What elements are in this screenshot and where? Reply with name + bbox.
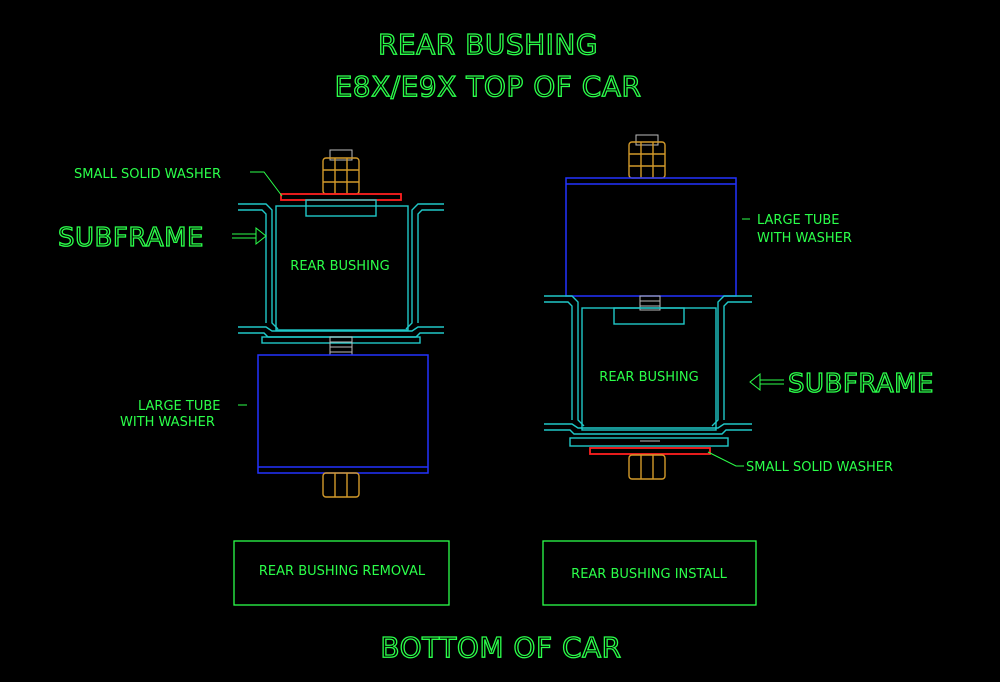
left-subframe-arrow-icon bbox=[232, 226, 267, 246]
left-bushing-label: REAR BUSHING bbox=[290, 259, 389, 274]
right-rear-bushing bbox=[581, 307, 717, 431]
bottom-of-car-label: BOTTOM OF CAR bbox=[380, 631, 621, 664]
right-assembly: REAR BUSHING LARGE TUBE WITH WASHER SUBF… bbox=[544, 134, 934, 480]
left-washer-leader bbox=[250, 171, 283, 197]
right-tube-label-2: WITH WASHER bbox=[757, 231, 852, 246]
right-washer-leader bbox=[707, 451, 744, 467]
right-threaded-stud bbox=[639, 295, 661, 311]
right-bottom-nut bbox=[628, 454, 666, 480]
right-subframe-label: SUBFRAME bbox=[788, 369, 934, 399]
left-bushing-cap bbox=[305, 199, 377, 217]
left-tube-label-2: WITH WASHER bbox=[120, 415, 215, 430]
title-line1: REAR BUSHING bbox=[378, 28, 598, 61]
right-subframe bbox=[544, 295, 752, 435]
left-washer-label: SMALL SOLID WASHER bbox=[74, 167, 221, 182]
title-line2: E8X/E9X TOP OF CAR bbox=[335, 70, 642, 103]
right-washer-label: SMALL SOLID WASHER bbox=[746, 460, 893, 475]
left-rear-bushing bbox=[275, 205, 409, 331]
install-button-label: REAR BUSHING INSTALL bbox=[571, 567, 727, 582]
left-large-tube bbox=[257, 354, 429, 474]
right-small-solid-washer bbox=[589, 447, 711, 455]
right-tube-label-1: LARGE TUBE bbox=[757, 213, 839, 228]
left-top-nut bbox=[322, 149, 360, 195]
left-subframe-label: SUBFRAME bbox=[58, 223, 204, 253]
right-subframe-arrow-icon bbox=[749, 372, 784, 392]
right-top-nut bbox=[628, 134, 666, 179]
rear-bushing-removal-button[interactable]: REAR BUSHING REMOVAL bbox=[233, 540, 450, 606]
right-bottom-plate bbox=[569, 437, 729, 447]
left-tube-label-1: LARGE TUBE bbox=[138, 399, 220, 414]
right-bushing-label: REAR BUSHING bbox=[599, 370, 698, 385]
removal-button-label: REAR BUSHING REMOVAL bbox=[259, 564, 426, 579]
left-bottom-nut bbox=[322, 472, 360, 498]
left-small-solid-washer bbox=[280, 193, 402, 201]
right-large-tube bbox=[565, 177, 737, 297]
rear-bushing-install-button[interactable]: REAR BUSHING INSTALL bbox=[542, 540, 757, 606]
left-assembly: REAR BUSHING SMALL SOLID WASHER SUBFRAME… bbox=[57, 149, 444, 498]
